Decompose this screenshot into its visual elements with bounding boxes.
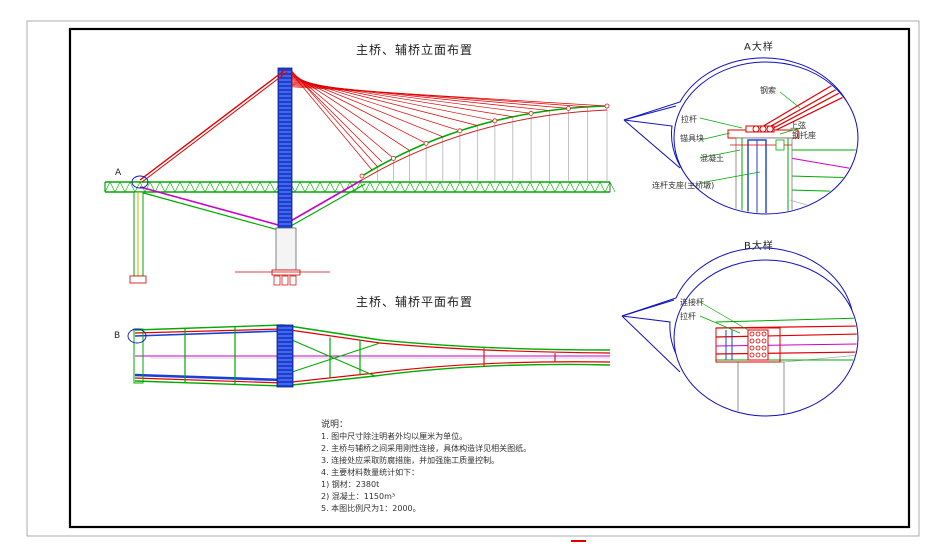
notes-heading: 说明： <box>321 420 349 430</box>
detail-b-label: 拉杆 <box>680 312 696 321</box>
note-line: 1) 钢材：2380t <box>321 480 380 489</box>
detail-b-title: B大样 <box>744 241 774 252</box>
plan-view <box>127 324 611 388</box>
note-line: 3. 连接处应采取防腐措施，并加强施工质量控制。 <box>321 456 500 465</box>
detail-a-label: 钢索 <box>760 86 776 95</box>
detail-a-title: A大样 <box>744 42 774 53</box>
note-line: 1. 图中尺寸除注明者外均以厘米为单位。 <box>321 432 468 441</box>
note-line: 2. 主桥与辅桥之间采用刚性连接，具体构造详见相关图纸。 <box>321 444 532 453</box>
elevation-view <box>104 67 616 286</box>
detail-a-label: 上弦 <box>790 121 806 130</box>
detail-b-label: 连接杆 <box>680 298 704 307</box>
note-line: 5. 本图比例尺为1：2000。 <box>321 504 421 513</box>
plan-title: 主桥、辅桥平面布置 <box>356 295 474 309</box>
elevation-title: 主桥、辅桥立面布置 <box>356 43 474 57</box>
detail-a-label: 拉杆 <box>681 115 697 124</box>
note-line: 4. 主要材料数量统计如下： <box>321 468 420 477</box>
marker-a-label: A <box>115 168 122 178</box>
sheet-border <box>26 20 920 537</box>
note-line: 2) 混凝土：1150m³ <box>321 492 396 501</box>
marker-b-label: B <box>114 331 121 341</box>
detail-a-label: 钢托座 <box>792 131 816 140</box>
detail-b-bubble <box>621 247 859 417</box>
detail-a-label: 连杆支座(主桥墩) <box>652 181 715 190</box>
detail-a-bubble <box>623 57 859 215</box>
drawing-frame <box>68 27 911 529</box>
detail-a-label: 锚具块 <box>680 134 704 143</box>
detail-a-label: 混凝土 <box>700 154 724 163</box>
